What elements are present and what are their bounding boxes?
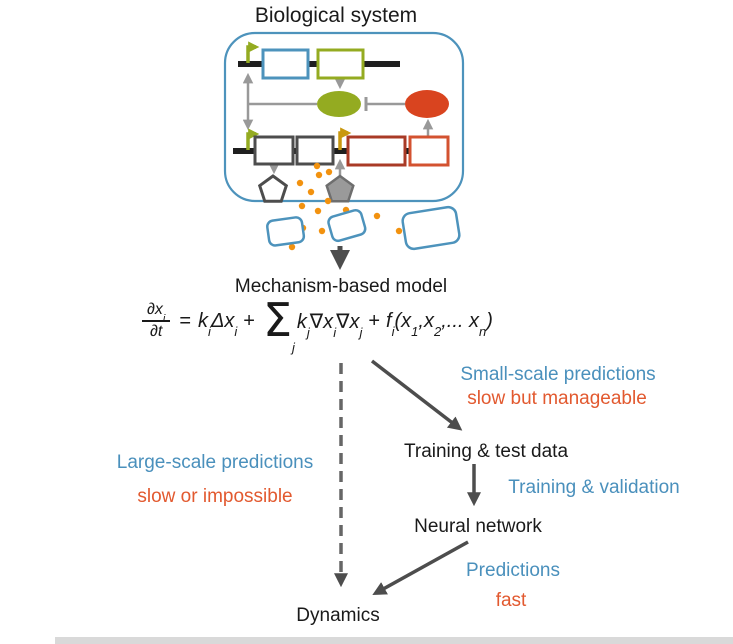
arrow-network-to-dynamics xyxy=(372,540,469,596)
training-test-data-label: Training & test data xyxy=(403,441,569,462)
eq-numerator-sub: i xyxy=(162,312,166,325)
small-scale-predictions-label: Small-scale predictions xyxy=(460,364,656,385)
promoter-arrow-icon-top xyxy=(246,41,260,63)
bottom-scrollbar[interactable] xyxy=(55,637,733,644)
gene-box-gray-2 xyxy=(295,135,335,166)
protein-ellipse-red xyxy=(405,90,449,118)
eq-plus-1: + xyxy=(243,309,255,332)
cell-small-1 xyxy=(266,216,306,247)
gene-box-gray-1 xyxy=(253,135,295,166)
large-scale-predictions-label: Large-scale predictions xyxy=(116,452,314,473)
arrow-model-to-training-data xyxy=(370,359,463,431)
dynamics-label: Dynamics xyxy=(296,605,380,626)
eq-numerator: ∂xi xyxy=(142,301,171,325)
gene-box-orange xyxy=(408,135,450,167)
eq-denominator: ∂t xyxy=(150,323,163,340)
cell-large xyxy=(401,205,461,251)
eq-equals-sign: = xyxy=(179,309,192,332)
gene-box-green xyxy=(316,48,365,80)
promoter-arrow-icon-bottom-green xyxy=(246,128,260,150)
gene-box-blue xyxy=(261,48,310,80)
gene-box-dark-red xyxy=(346,135,407,167)
predictions-label: Predictions xyxy=(466,560,560,581)
fast-label: fast xyxy=(495,590,527,611)
eq-term-gradient: kj∇xi∇xj xyxy=(296,310,363,340)
mechanism-model-label: Mechanism-based model xyxy=(234,276,448,297)
eq-plus-2: + xyxy=(368,309,381,332)
neural-network-label: Neural network xyxy=(414,516,542,537)
slow-or-impossible-label: slow or impossible xyxy=(137,486,293,507)
eq-term-diffusion: kiΔxi xyxy=(198,309,238,339)
eq-partial-fraction: ∂xi ∂t xyxy=(142,301,171,341)
training-validation-label: Training & validation xyxy=(508,477,680,498)
protein-ellipse-green xyxy=(317,91,361,117)
pentagon-protein-outline xyxy=(257,174,289,203)
pentagon-protein-filled xyxy=(325,174,355,203)
cell-small-2 xyxy=(327,208,367,243)
eq-term-reaction: fi(x1,x2,... xn) xyxy=(386,309,493,339)
page-title: Biological system xyxy=(254,4,418,27)
slow-but-manageable-label: slow but manageable xyxy=(467,388,647,409)
promoter-arrow-icon-bottom-yellow xyxy=(338,127,352,150)
